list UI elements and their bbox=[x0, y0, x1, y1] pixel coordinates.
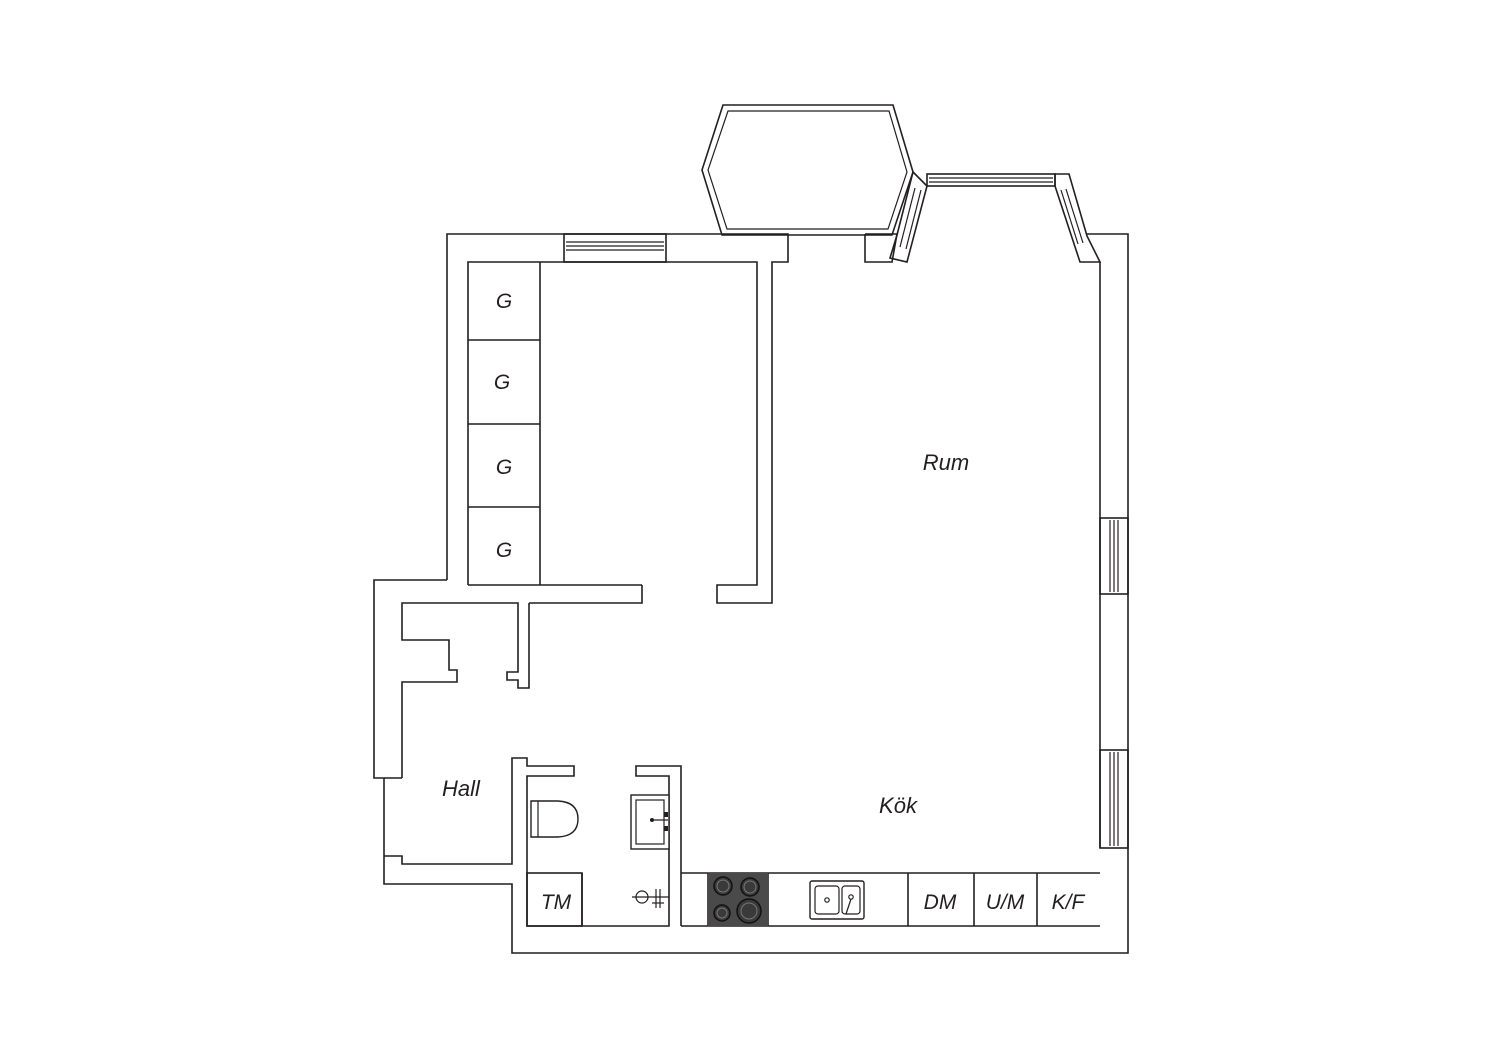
washing-machine-label: TM bbox=[541, 891, 572, 914]
washbasin bbox=[630, 794, 670, 850]
toilet bbox=[530, 800, 579, 838]
wardrobe-label: G bbox=[494, 371, 510, 394]
oven-microwave-label: U/M bbox=[986, 891, 1025, 914]
balcony bbox=[701, 104, 914, 236]
wardrobe-label: G bbox=[496, 539, 512, 562]
window-right-upper bbox=[1099, 517, 1129, 595]
kitchen-sink bbox=[809, 880, 865, 920]
room-label-rum: Rum bbox=[923, 450, 969, 475]
dishwasher-label: DM bbox=[924, 891, 957, 914]
fridge-freezer-label: K/F bbox=[1052, 891, 1086, 914]
wardrobe-label: G bbox=[496, 290, 512, 313]
room-label-hall: Hall bbox=[442, 776, 481, 801]
bay-window bbox=[888, 170, 1102, 263]
exterior-walls bbox=[373, 233, 1129, 954]
shower-mixer bbox=[632, 889, 669, 908]
room-label-kok: Kök bbox=[879, 793, 918, 818]
washing-machine: TM bbox=[526, 872, 583, 927]
wardrobes: G G G G bbox=[468, 262, 541, 585]
window-right-lower bbox=[1099, 749, 1129, 849]
stove-top bbox=[708, 873, 768, 926]
hall-walls bbox=[384, 602, 682, 927]
wardrobe-label: G bbox=[496, 456, 512, 479]
